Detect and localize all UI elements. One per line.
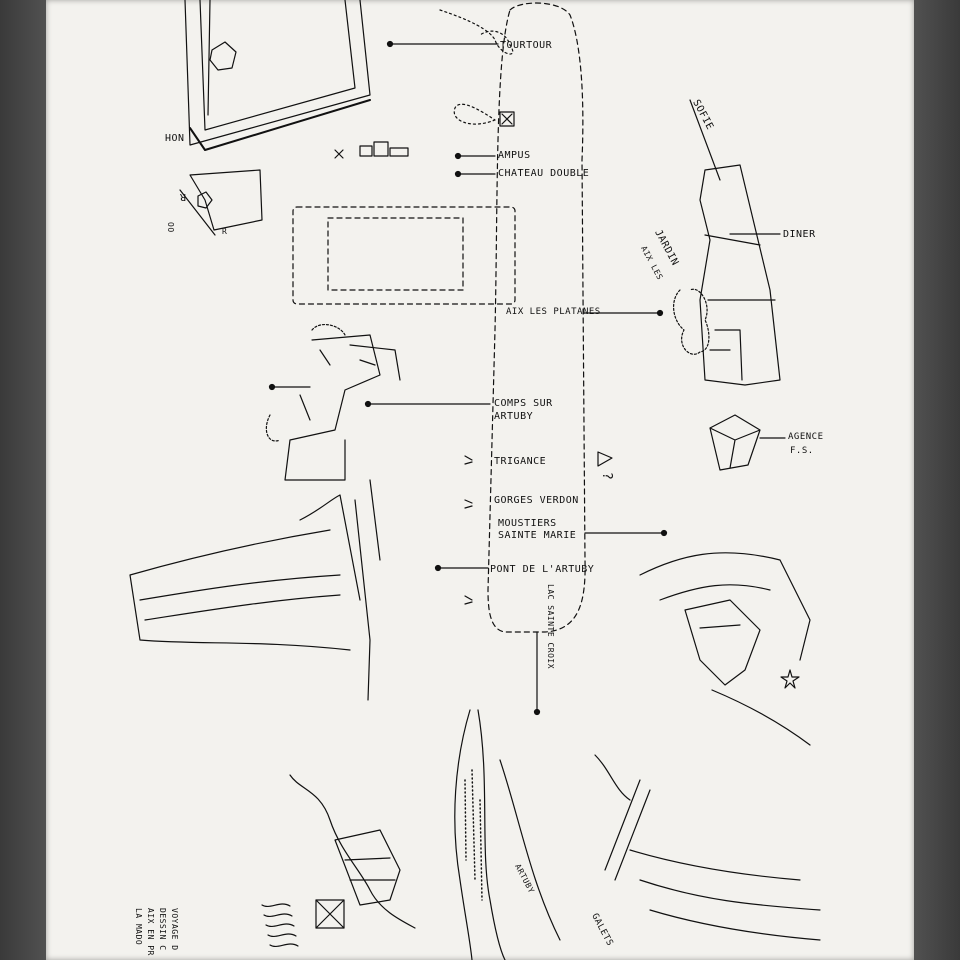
corner-note-l4: LA MADO [134,908,143,946]
agence-cube [709,414,761,471]
plan-top-left [184,0,371,146]
leader-lines [268,40,786,716]
label-lac: LAC SAINTE CROIX [546,584,555,670]
bottom-right-gorge [594,754,821,941]
lake-dots [464,769,483,901]
dotted-path-top [439,9,514,55]
label-agence1: AGENCE [788,432,824,442]
bottom-plan [315,899,345,929]
pool-inner [327,217,464,291]
label-question: ? [599,472,614,481]
route-icons [334,111,613,605]
corner-note-l3: AIX EN PR [146,908,155,956]
label-artuby: ARTUBY [494,411,534,422]
label-oo: OO [166,222,175,233]
moustiers-sketch [639,552,811,746]
label-noh: NOH [164,131,184,142]
label-pont: PONT DE L'ARTUBY [490,564,595,575]
bottom-village [289,774,416,929]
corner-note-l1: VOYAGE D [170,908,179,951]
label-gorges: GORGES VERDON [494,495,579,506]
corner-note-l2: DESSIN C [158,908,167,951]
pattern-waves [261,903,299,948]
label-trigance: TRIGANCE [494,456,547,467]
village-trees [265,323,346,442]
village-sketch [284,334,401,481]
bottom-plan-cross [315,899,345,929]
label-diner: DINER [783,229,816,240]
building-jardin [689,99,781,386]
label-moustiers2: SAINTE MARIE [498,530,577,541]
label-comps: COMPS SUR [494,398,553,409]
plan-wall [189,99,371,151]
label-r1: R [179,191,186,202]
label-chateau-double: CHATEAU DOUBLE [498,168,590,179]
label-r2: R [222,227,228,236]
plan-small [179,169,263,236]
dotted-loop [453,103,496,125]
label-tourtour: TOURTOUR [500,40,553,51]
label-aix: AIX LES PLATANES [506,307,601,317]
label-ampus: AMPUS [498,150,531,161]
plan-octagon [209,41,237,71]
pool-outer [292,206,516,305]
label-moustiers1: MOUSTIERS [498,518,557,529]
route-outline [487,2,586,633]
label-agence2: F.S. [790,446,814,456]
plan-small-hex [197,191,213,209]
star-icon [780,669,800,689]
gorge-cliff [129,479,381,701]
tree-cloud [673,288,710,355]
lake-shore [454,709,561,960]
